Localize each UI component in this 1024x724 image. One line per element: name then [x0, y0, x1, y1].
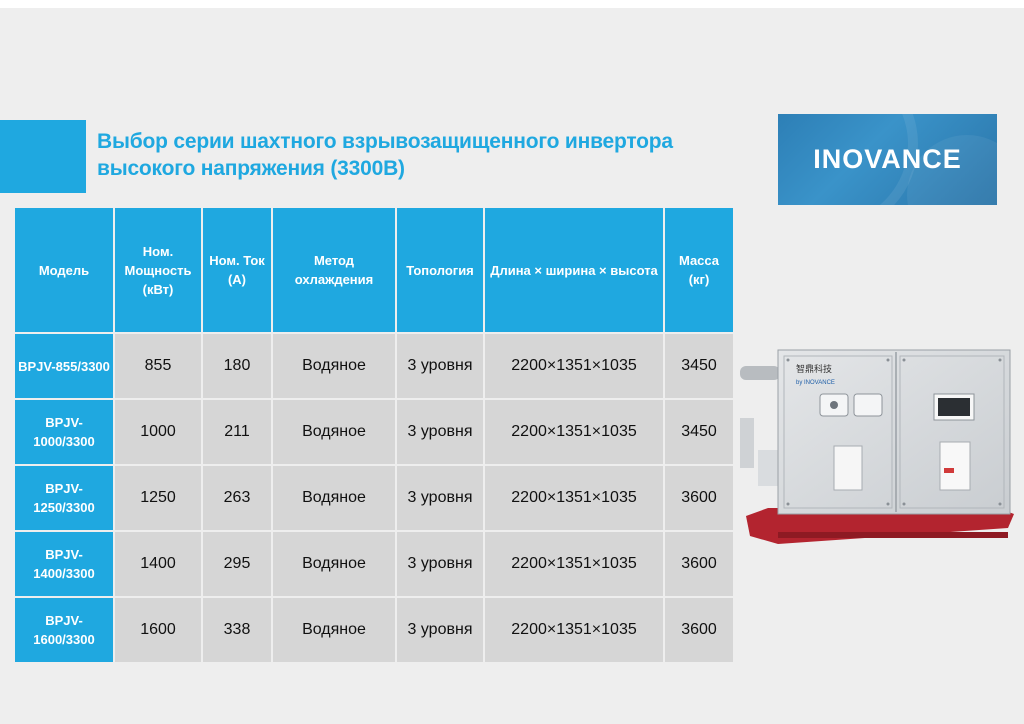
cell-topology: 3 уровня [397, 598, 483, 662]
cell-cooling: Водяное [273, 334, 395, 398]
table-row: BPJV-1250/3300 1250 263 Водяное 3 уровня… [15, 466, 733, 530]
header-mass: Масса (кг) [665, 208, 733, 332]
cell-model: BPJV-1400/3300 [15, 532, 113, 596]
table-header-row: Модель Ном. Мощность (кВт) Ном. Ток (А) … [15, 208, 733, 332]
cell-dimensions: 2200×1351×1035 [485, 532, 663, 596]
cell-power: 1400 [115, 532, 201, 596]
table-row: BPJV-1600/3300 1600 338 Водяное 3 уровня… [15, 598, 733, 662]
cell-current: 263 [203, 466, 271, 530]
cell-cooling: Водяное [273, 466, 395, 530]
cell-mass: 3450 [665, 400, 733, 464]
page-title: Выбор серии шахтного взрывозащищенного и… [97, 128, 737, 182]
cell-cooling: Водяное [273, 532, 395, 596]
cell-dimensions: 2200×1351×1035 [485, 466, 663, 530]
page-title-line2: высокого напряжения (3300В) [97, 157, 405, 180]
cell-topology: 3 уровня [397, 334, 483, 398]
cell-current: 211 [203, 400, 271, 464]
header-current: Ном. Ток (А) [203, 208, 271, 332]
cell-model: BPJV-1250/3300 [15, 466, 113, 530]
cell-power: 855 [115, 334, 201, 398]
table-row: BPJV-855/3300 855 180 Водяное 3 уровня 2… [15, 334, 733, 398]
cell-current: 295 [203, 532, 271, 596]
cell-dimensions: 2200×1351×1035 [485, 334, 663, 398]
header-model: Модель [15, 208, 113, 332]
cell-dimensions: 2200×1351×1035 [485, 400, 663, 464]
cell-model: BPJV-1000/3300 [15, 400, 113, 464]
header-power: Ном. Мощность (кВт) [115, 208, 201, 332]
cell-model: BPJV-1600/3300 [15, 598, 113, 662]
table-row: BPJV-1000/3300 1000 211 Водяное 3 уровня… [15, 400, 733, 464]
header-cooling: Метод охлаждения [273, 208, 395, 332]
cell-current: 180 [203, 334, 271, 398]
cell-mass: 3600 [665, 466, 733, 530]
slide: Выбор серии шахтного взрывозащищенного и… [0, 8, 1024, 724]
inverter-cabinet-image: 智鼎科技 by INOVANCE [740, 349, 1014, 544]
cell-power: 1250 [115, 466, 201, 530]
nameplate-cn: 智鼎科技 [796, 363, 832, 375]
spec-table: Модель Ном. Мощность (кВт) Ном. Ток (А) … [13, 206, 735, 664]
cell-current: 338 [203, 598, 271, 662]
cell-model: BPJV-855/3300 [15, 334, 113, 398]
cell-dimensions: 2200×1351×1035 [485, 598, 663, 662]
header-topology: Топология [397, 208, 483, 332]
cell-topology: 3 уровня [397, 466, 483, 530]
logo-text: INOVANCE [813, 144, 962, 174]
cell-mass: 3600 [665, 532, 733, 596]
inovance-logo: INOVANCE [778, 114, 997, 205]
cell-power: 1600 [115, 598, 201, 662]
cell-mass: 3450 [665, 334, 733, 398]
cell-cooling: Водяное [273, 598, 395, 662]
page-title-line1: Выбор серии шахтного взрывозащищенного и… [97, 130, 673, 153]
cell-power: 1000 [115, 400, 201, 464]
nameplate-en: by INOVANCE [796, 380, 835, 386]
cell-topology: 3 уровня [397, 532, 483, 596]
cell-mass: 3600 [665, 598, 733, 662]
table-row: BPJV-1400/3300 1400 295 Водяное 3 уровня… [15, 532, 733, 596]
cell-topology: 3 уровня [397, 400, 483, 464]
title-accent-bar [0, 120, 86, 193]
cell-cooling: Водяное [273, 400, 395, 464]
header-dimensions: Длина × ширина × высота [485, 208, 663, 332]
